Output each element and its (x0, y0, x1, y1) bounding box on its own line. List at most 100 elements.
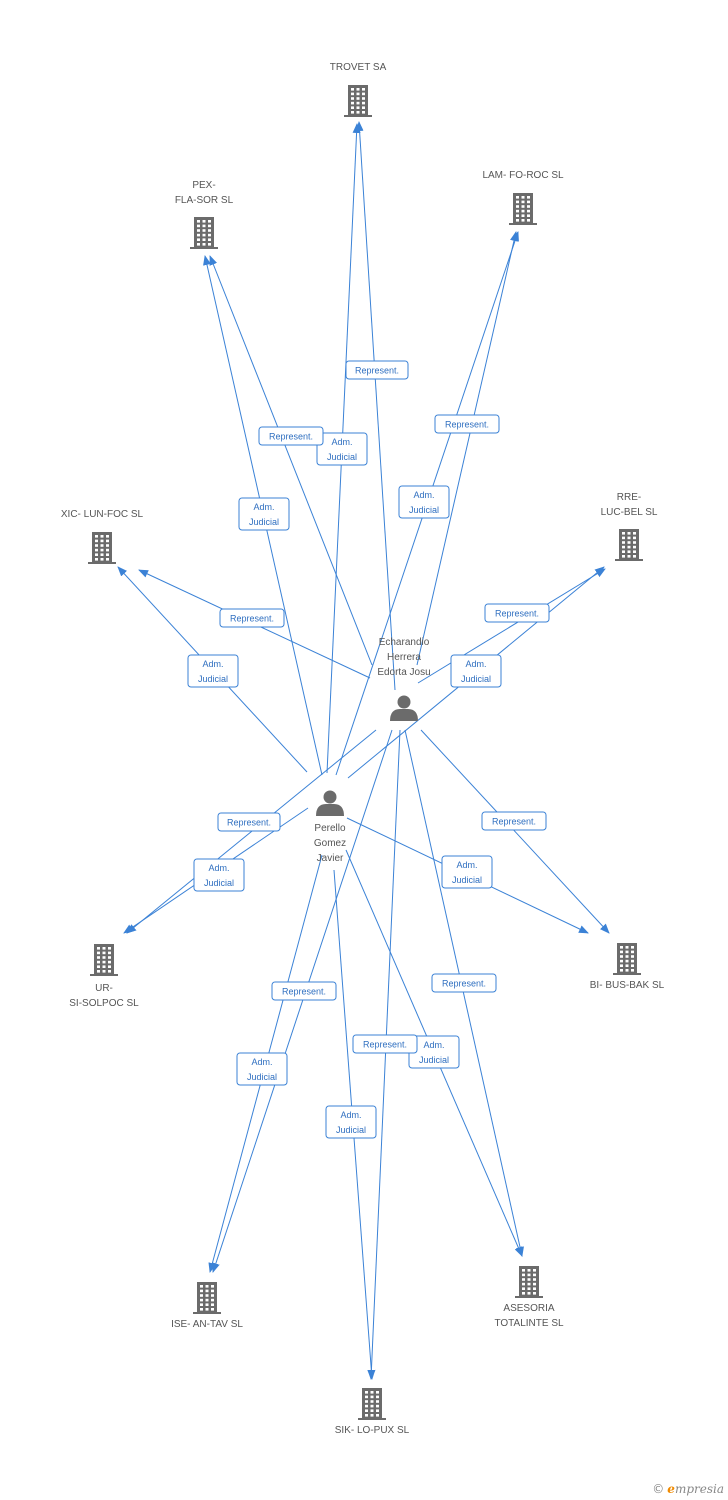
edge-label-text: Represent. (442, 979, 486, 989)
edge-label-text: Judicial (327, 452, 357, 462)
person-label: Perello (314, 823, 346, 834)
edge-label-text: Represent. (363, 1040, 407, 1050)
edge-label[interactable]: Represent. (352, 1034, 418, 1054)
edge-label-text: Adm. (253, 502, 274, 512)
edge-label[interactable]: Adm. Judicial (398, 485, 450, 519)
brand-name: mpresia (674, 1482, 724, 1496)
edge-label[interactable]: Adm. Judicial (187, 654, 239, 688)
person-label: Echarandio (379, 637, 430, 648)
person-icon[interactable] (390, 695, 418, 722)
building-icon[interactable] (190, 217, 218, 249)
building-icon[interactable] (509, 193, 537, 225)
edge-p1-c_ase (404, 729, 524, 1257)
edge-label-box (238, 497, 290, 531)
edge-p1-c_ise (212, 729, 393, 1273)
edge-label-box (316, 432, 368, 466)
building-icon[interactable] (615, 529, 643, 561)
edge-label-box (352, 1034, 418, 1054)
company-label: LAM- FO-ROC SL (482, 170, 564, 181)
company-label: BI- BUS-BAK SL (590, 980, 665, 991)
company-label: SIK- LO-PUX SL (335, 1425, 410, 1436)
building-icon[interactable] (515, 1266, 543, 1298)
edge-label-box (258, 426, 324, 446)
edge-label-box (450, 654, 502, 688)
copyright-symbol: © (652, 1482, 665, 1496)
edge-label-text: Represent. (227, 818, 271, 828)
edge-p1-c_sik (367, 729, 401, 1380)
edge-label-text: Adm. (456, 860, 477, 870)
building-icon[interactable] (344, 85, 372, 117)
edge-label-box (187, 654, 239, 688)
edge-label-box (441, 855, 493, 889)
edge-label-text: Judicial (336, 1125, 366, 1135)
edge-label[interactable]: Represent. (258, 426, 324, 446)
edge-p1-c_pex (209, 255, 373, 666)
company-label: SI-SOLPOC SL (69, 998, 139, 1009)
edge-label-text: Represent. (230, 614, 274, 624)
edge-label[interactable]: Represent. (481, 811, 547, 831)
edge-label[interactable]: Adm. Judicial (236, 1052, 288, 1086)
person-label: Javier (317, 853, 344, 864)
edge-label[interactable]: Represent. (217, 812, 281, 832)
edge-label-box (217, 812, 281, 832)
edge-label-text: Represent. (495, 609, 539, 619)
edge-p1-c_lam (416, 231, 518, 666)
edge-label-text: Adm. (340, 1110, 361, 1120)
edge-label-text: Adm. (202, 659, 223, 669)
edge-label-text: Represent. (445, 420, 489, 430)
edge-label-text: Judicial (419, 1055, 449, 1065)
edge-label-text: Adm. (208, 863, 229, 873)
edge-label[interactable]: Represent. (484, 603, 550, 623)
edge-label-box (481, 811, 547, 831)
edge-label-text: Adm. (413, 490, 434, 500)
edge-label-box (193, 858, 245, 892)
edge-label-text: Adm. (423, 1040, 444, 1050)
edge-label[interactable]: Adm. Judicial (325, 1105, 377, 1139)
edge-label[interactable]: Represent. (431, 973, 497, 993)
edge-label-box (484, 603, 550, 623)
edge-label-text: Adm. (251, 1057, 272, 1067)
edge-label-box (431, 973, 497, 993)
edge-label[interactable]: Represent. (434, 414, 500, 434)
building-icon[interactable] (90, 944, 118, 976)
edge-label[interactable]: Adm.Judicial (238, 497, 290, 531)
edge-label[interactable]: Represent. (219, 608, 285, 628)
edge-label-text: Judicial (452, 875, 482, 885)
empresia-logo[interactable]: ©empresia (652, 1482, 724, 1496)
edge-p1-c_rre (417, 568, 606, 684)
company-label: ISE- AN-TAV SL (171, 1319, 243, 1330)
company-label: ASESORIA (503, 1303, 554, 1314)
company-label: TROVET SA (330, 62, 387, 73)
company-label: PEX- (192, 180, 215, 191)
person-label: Herrera (387, 652, 421, 663)
edge-label-text: Judicial (198, 674, 228, 684)
edge-label-text: Represent. (282, 987, 326, 997)
edge-label-box (219, 608, 285, 628)
brand-initial: e (667, 1482, 675, 1496)
company-label: UR- (95, 983, 113, 994)
edge-label-box (434, 414, 500, 434)
building-icon[interactable] (358, 1388, 386, 1420)
person-label: Edorta Josu (377, 667, 430, 678)
edge-label[interactable]: Adm.Judicial (316, 432, 368, 466)
edge-label-text: Judicial (247, 1072, 277, 1082)
building-icon[interactable] (88, 532, 116, 564)
company-label: LUC-BEL SL (601, 507, 658, 518)
edge-label[interactable]: Represent. (271, 981, 337, 1001)
person-label: Gomez (314, 838, 346, 849)
building-icon[interactable] (613, 943, 641, 975)
edge-label[interactable]: Adm.Judicial (450, 654, 502, 688)
edge-label-box (325, 1105, 377, 1139)
edge-label[interactable]: Represent. (345, 360, 409, 380)
edge-label-text: Judicial (204, 878, 234, 888)
person-icon[interactable] (316, 790, 344, 817)
edge-p1-c_bi (420, 729, 610, 934)
building-icon[interactable] (193, 1282, 221, 1314)
edge-label-box (398, 485, 450, 519)
edge-label[interactable]: Adm. Judicial (193, 858, 245, 892)
edge-label[interactable]: Adm. Judicial (441, 855, 493, 889)
edge-label-box (236, 1052, 288, 1086)
edge-label-text: Judicial (409, 505, 439, 515)
edge-label-text: Represent. (492, 817, 536, 827)
company-label: TOTALINTE SL (494, 1318, 564, 1329)
